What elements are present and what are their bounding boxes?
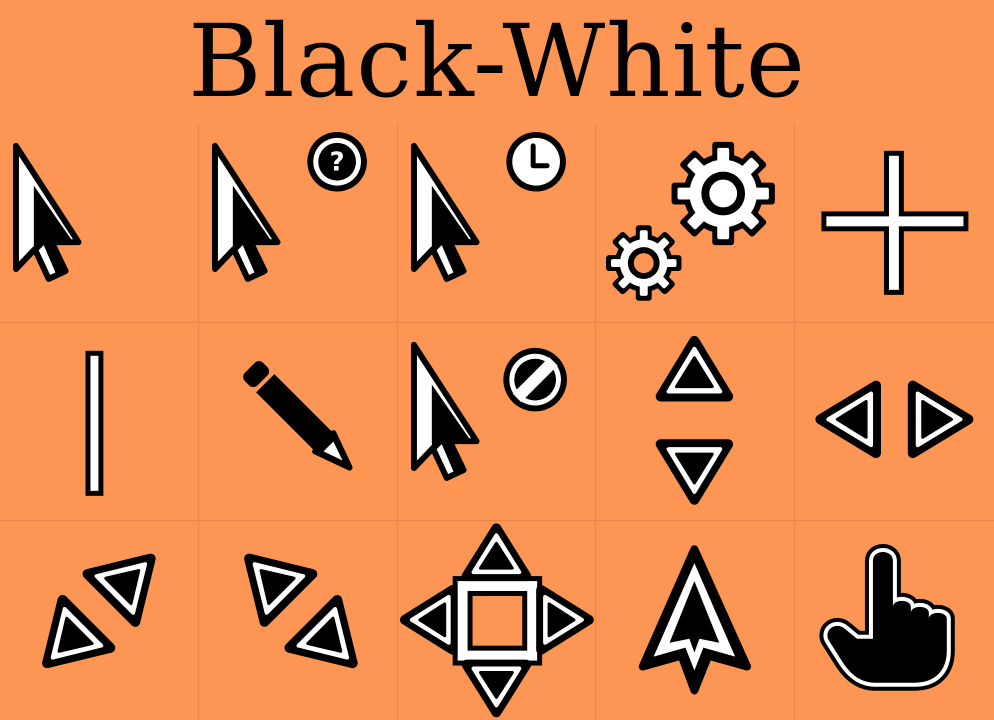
pencil-icon — [198, 322, 398, 522]
help-pointer-icon: ? — [198, 124, 398, 323]
cursor-grid: ? — [0, 124, 994, 720]
up-arrow-icon — [596, 521, 796, 720]
hand-pointer-icon — [795, 521, 994, 720]
diagonal-resize-ne-sw-icon — [0, 521, 199, 720]
move-icon — [398, 521, 597, 720]
progress-pointer-icon — [397, 124, 597, 323]
not-allowed-pointer-icon — [397, 322, 597, 522]
page-title: Black-White — [188, 3, 806, 120]
text-beam-icon — [0, 322, 199, 522]
wait-gears-icon — [596, 124, 796, 323]
vertical-resize-icon — [596, 322, 796, 522]
horizontal-resize-icon — [795, 323, 994, 522]
diagonal-resize-nw-se-icon — [199, 521, 398, 720]
svg-text:?: ? — [329, 148, 344, 178]
arrow-pointer-icon — [0, 124, 199, 323]
crosshair-icon — [795, 124, 994, 323]
